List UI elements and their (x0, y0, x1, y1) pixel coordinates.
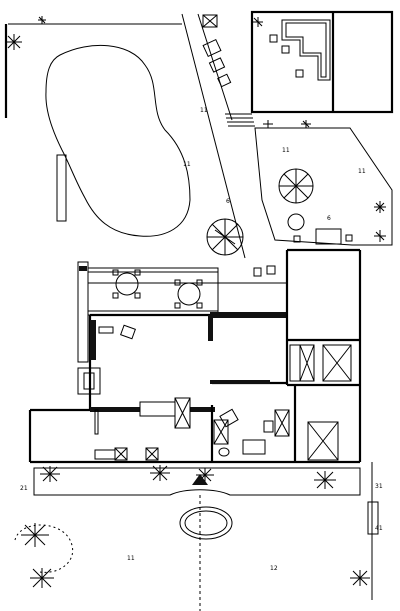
pool-enclosure (250, 10, 394, 114)
plant-icon (253, 17, 263, 27)
room-label: 11 (358, 168, 366, 175)
armchair-icon (98, 324, 136, 340)
plant-icon (38, 16, 46, 24)
kitchen-counter (139, 401, 176, 417)
crate-icon (202, 38, 222, 58)
entry-arrow-icon (192, 474, 208, 485)
bed-icon (307, 421, 339, 461)
pond-outline (45, 44, 191, 237)
top-left-boundary (4, 23, 182, 118)
plant-icon (374, 230, 386, 242)
tree-icon (206, 218, 244, 256)
table-round (287, 213, 305, 231)
chair-icon (253, 267, 262, 277)
bed-icon (322, 344, 352, 382)
plant-icon (21, 523, 49, 547)
room-label: 12 (270, 565, 278, 572)
cabinet-icon (174, 397, 191, 429)
terrace-outline (254, 127, 393, 246)
fireplace-core (83, 372, 95, 390)
crate-icon (208, 57, 226, 73)
fireplace (77, 367, 101, 395)
plant-icon (263, 120, 273, 128)
garden-path-edge (197, 13, 233, 121)
plant-icon (314, 471, 336, 489)
plant-icon (40, 466, 60, 482)
counter (94, 449, 116, 460)
house-walls (28, 248, 362, 464)
parasol-icon (278, 168, 314, 204)
garden-bench (367, 501, 379, 535)
steps (225, 113, 255, 127)
room-label: 21 (20, 485, 28, 492)
room-label: 11 (282, 147, 290, 154)
room-label: 41 (375, 525, 383, 532)
cabinet-icon (299, 344, 315, 382)
cabinet-icon (114, 447, 128, 461)
plant-icon (30, 568, 54, 588)
plant-icon (350, 570, 370, 586)
dining-table (112, 269, 141, 299)
garden-path-edge (181, 13, 246, 259)
tree-canopy-outline (14, 524, 74, 573)
room-label: 11 (183, 161, 191, 168)
lounger (315, 228, 342, 245)
room-label: 11 (127, 555, 135, 562)
chair-icon (345, 234, 353, 242)
chair-icon (293, 235, 301, 243)
room-label: 6 (226, 198, 230, 205)
entry-pad (179, 506, 233, 540)
room-label: 6 (327, 215, 331, 222)
front-planter (33, 467, 361, 496)
cabinet-icon (289, 344, 301, 382)
bathroom-fixtures (213, 408, 274, 457)
crate-icon (217, 73, 232, 88)
chair-icon (266, 265, 276, 275)
plant-icon (150, 465, 170, 481)
crate-icon (202, 14, 218, 28)
plant-icon (6, 34, 22, 50)
cabinet-icon (145, 447, 159, 461)
cabinet-icon (274, 409, 290, 437)
counter (94, 409, 99, 435)
room-label: 31 (375, 483, 383, 490)
plant-icon (374, 201, 386, 213)
chair-icon (269, 34, 304, 78)
dining-table (174, 279, 203, 309)
plant-icon (301, 120, 311, 128)
plant-icon (196, 468, 214, 482)
garden-bench (56, 154, 67, 222)
room-label: 11 (200, 107, 208, 114)
